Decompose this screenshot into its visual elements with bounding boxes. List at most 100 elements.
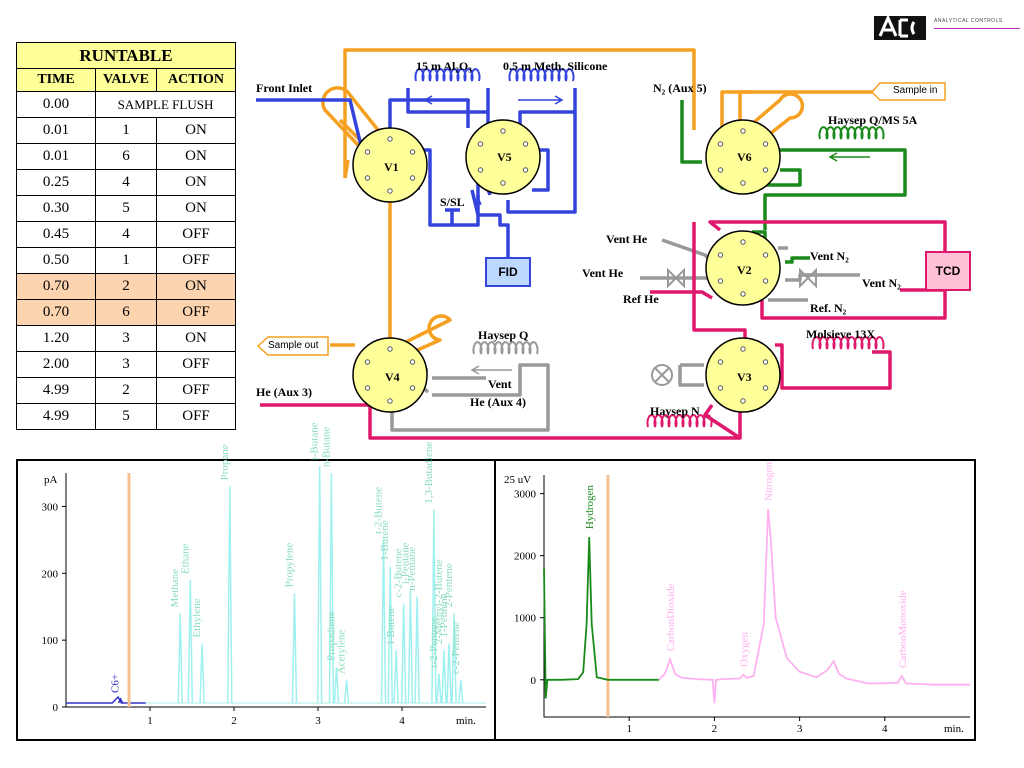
tcd-peak-label: CarbonMonoxide [897, 590, 909, 668]
valve-port [477, 141, 484, 147]
valve-port [387, 346, 393, 352]
cell-action: OFF [156, 299, 236, 326]
valve-port [522, 141, 529, 147]
haysep-ms5a-label: Haysep Q/MS 5A [828, 113, 918, 127]
cell-valve: 3 [95, 325, 157, 352]
y-tick-label: 2000 [514, 551, 537, 563]
cell-action: ON [156, 169, 236, 196]
fid-peak [328, 472, 335, 704]
valve-port [409, 385, 416, 391]
valve-port [762, 167, 769, 173]
valve-v5 [465, 119, 541, 195]
y-tick-label: 0 [53, 702, 59, 714]
vent-label: Vent [488, 377, 512, 391]
valve-v5-label: V5 [497, 150, 512, 164]
valve-port [409, 149, 416, 155]
fid-peak [343, 680, 350, 704]
cell-valve: 2 [95, 273, 157, 300]
x-axis-label: min. [944, 723, 964, 735]
fid-peak-label: Propylene [283, 543, 295, 588]
tcd-trace [543, 537, 659, 699]
fid-peak [380, 539, 387, 704]
y-tick-label: 100 [42, 635, 59, 647]
valve-port [477, 167, 484, 173]
fid-peak [291, 593, 298, 704]
y-axis-label: pA [44, 474, 58, 486]
valve-v6 [705, 119, 781, 195]
ref-n2-label: Ref. N₂ [810, 301, 847, 315]
tcd-peak-label: CarbonDioxide [665, 583, 677, 651]
cell-action: OFF [156, 403, 236, 430]
n2-aux5-label: N₂ (Aux 5) [653, 81, 707, 95]
fid-peak-label: 2-Pentene [443, 563, 455, 607]
fid-baseline [66, 695, 146, 704]
y-tick-label: 0 [531, 675, 537, 687]
x-tick-label: 1 [626, 723, 632, 735]
he-aux4-label: He (Aux 4) [470, 395, 526, 409]
valve-v6-label: V6 [737, 150, 752, 164]
fid-peak [387, 566, 393, 704]
valve-port [740, 180, 746, 186]
valve-port [762, 252, 769, 258]
fid-peak [414, 596, 420, 704]
fid-peak [407, 589, 414, 704]
haysep-n-label: Haysep N [650, 404, 700, 418]
fid-peak-label: n-Butane [320, 427, 332, 467]
ref-he-label: Ref He [623, 292, 659, 306]
flow-arrow-left-icon [470, 365, 512, 375]
cell-time: 0.00 [16, 91, 96, 118]
fid-peak-label: c-2-Butene [393, 548, 405, 597]
valve-port [717, 252, 724, 258]
x-tick-label: 1 [147, 715, 153, 727]
fid-peak-label: Ethane [179, 543, 191, 574]
fid-peak-label: 1-Pentene [438, 593, 450, 637]
cell-valve: 5 [95, 403, 157, 430]
cell-action: SAMPLE FLUSH [95, 91, 236, 118]
flow-diagram [256, 48, 971, 440]
fid-peak-label: i-Butane [309, 422, 321, 460]
alumina-column [414, 68, 481, 82]
haysep-ms5a-column [818, 126, 885, 140]
flow-arrow-left-icon [828, 152, 870, 162]
fid-peak [400, 603, 407, 704]
valve-port [500, 128, 506, 134]
cell-time: 2.00 [16, 351, 96, 378]
silicone-column [508, 68, 575, 82]
valve-port [740, 128, 746, 134]
sample-in-label: Sample in [893, 85, 938, 96]
restrictor-icon [651, 364, 673, 386]
valve-port [740, 239, 746, 245]
x-tick-label: 4 [882, 723, 888, 735]
fid-peak-label: t-2-Pentene [428, 617, 440, 668]
header-time: TIME [16, 68, 96, 92]
valve-port [387, 398, 393, 404]
vent-he-label-2: Vent He [582, 266, 624, 280]
company-logo: ANALYTICAL CONTROLS [868, 6, 1020, 46]
x-tick-label: 2 [712, 723, 718, 735]
cell-action: ON [156, 117, 236, 144]
x-axis-label: min. [456, 715, 476, 727]
tcd-peak-label: Hydrogen [584, 485, 596, 529]
fid-peak-label: c-2-Pentene [450, 622, 462, 675]
haysep-q-label: Haysep Q [478, 328, 529, 342]
valve-port [364, 385, 371, 391]
fid-peak-label: t-2-Butene [373, 487, 385, 534]
cell-valve: 5 [95, 195, 157, 222]
logo-mark [874, 14, 926, 40]
tcd-peak-label: Nitrogen [763, 462, 775, 502]
fid-peak [199, 643, 205, 704]
valve-port [409, 175, 416, 181]
y-axis-label: 25 uV [504, 474, 531, 486]
y-tick-label: 300 [42, 501, 59, 513]
fid-peak [436, 673, 442, 704]
y-tick-label: 3000 [514, 489, 537, 501]
valve-port [762, 141, 769, 147]
y-tick-label: 1000 [514, 613, 537, 625]
molsieve-column [811, 336, 885, 350]
